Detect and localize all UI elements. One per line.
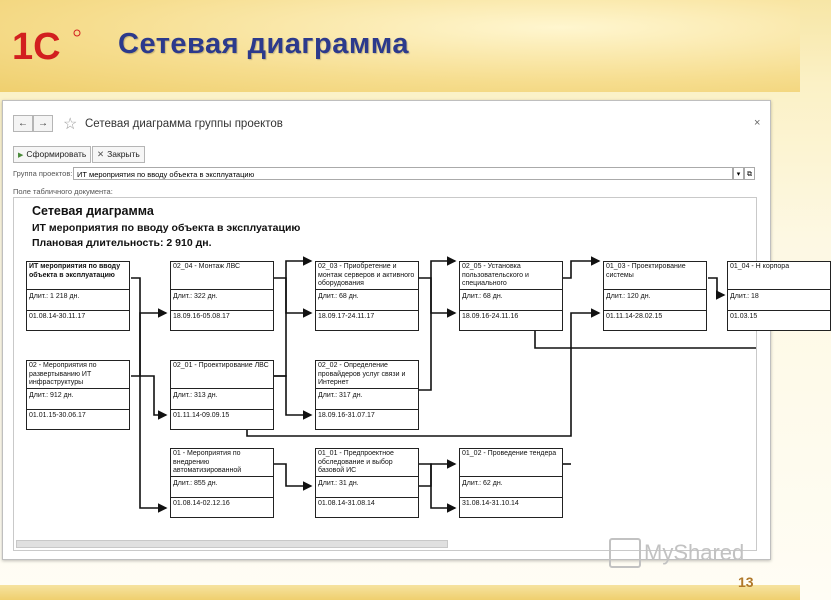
node-duration: Длит.: 1 218 дн. <box>27 290 129 311</box>
node-name: 02_05 - Установка пользовательского и сп… <box>460 262 562 290</box>
slide-footer-band <box>0 585 800 600</box>
network-node[interactable]: 01 - Мероприятия по внедрению автоматизи… <box>170 448 274 518</box>
node-duration: Длит.: 68 дн. <box>316 290 418 311</box>
node-duration: Длит.: 120 дн. <box>604 290 706 311</box>
node-dates: 18.09.17-24.11.17 <box>318 313 375 320</box>
node-name: ИТ мероприятия по вводу объекта в эксплу… <box>27 262 129 290</box>
generate-button[interactable]: ▶Сформировать <box>13 146 92 163</box>
network-node[interactable]: 01_01 - Предпроектное обследование и выб… <box>315 448 419 518</box>
node-duration: Длит.: 317 дн. <box>316 389 418 410</box>
diagram-subtitle: ИТ мероприятия по вводу объекта в эксплу… <box>32 222 301 234</box>
1c-logo: 1С <box>12 26 81 68</box>
watermark-icon <box>609 538 641 568</box>
favorite-star-icon[interactable]: ☆ <box>63 116 78 133</box>
node-dates: 18.09.16-31.07.17 <box>318 412 375 419</box>
slide-header-band <box>0 0 800 92</box>
horizontal-scrollbar[interactable] <box>16 540 448 548</box>
node-dates: 01.01.15-30.06.17 <box>29 412 86 419</box>
watermark: MyShared <box>644 540 745 565</box>
node-duration: Длит.: 18 <box>728 290 830 311</box>
window-title: Сетевая диаграмма группы проектов <box>85 118 283 130</box>
connector-9 <box>419 463 457 513</box>
connector-1 <box>131 308 168 377</box>
spreadsheet-document[interactable]: Сетевая диаграмма ИТ мероприятия по ввод… <box>13 197 831 551</box>
connector-10 <box>419 256 457 391</box>
node-dates: 31.08.14-31.10.14 <box>462 500 519 507</box>
connector-15 <box>708 277 726 300</box>
network-node[interactable]: 01_02 - Проведение тендера Длит.: 62 дн.… <box>459 448 563 518</box>
network-node[interactable]: 02_03 - Приобретение и монтаж серверов и… <box>315 261 419 331</box>
node-duration: Длит.: 855 дн. <box>171 477 273 498</box>
connector-8 <box>419 459 457 487</box>
node-name: 02_01 - Проектирование ЛВС <box>171 361 273 389</box>
node-dates: 18.09.16-05.08.17 <box>173 313 230 320</box>
node-name: 01_04 - Н корпора <box>728 262 830 290</box>
node-duration: Длит.: 62 дн. <box>460 477 562 498</box>
network-node[interactable]: 01_04 - Н корпора Длит.: 18 01.03.15 <box>727 261 831 331</box>
node-name: 02_03 - Приобретение и монтаж серверов и… <box>316 262 418 290</box>
node-dates: 01.11.14-28.02.15 <box>606 313 663 320</box>
node-name: 01_01 - Предпроектное обследование и выб… <box>316 449 418 477</box>
node-dates: 01.11.14-09.09.15 <box>173 412 230 419</box>
close-x-icon: ✕ <box>97 149 105 159</box>
connector-0 <box>131 277 168 513</box>
network-node[interactable]: ИТ мероприятия по вводу объекта в эксплу… <box>26 261 130 331</box>
connector-6 <box>274 463 313 491</box>
network-node[interactable]: 02 - Мероприятия по развертыванию ИТ инф… <box>26 360 130 430</box>
node-duration: Длит.: 31 дн. <box>316 477 418 498</box>
connector-11 <box>246 308 601 437</box>
network-node[interactable]: 02_01 - Проектирование ЛВС Длит.: 313 дн… <box>170 360 274 430</box>
generate-button-label: Сформировать <box>26 149 87 159</box>
play-icon: ▶ <box>18 152 24 159</box>
back-button[interactable]: ← <box>13 115 33 132</box>
dropdown-icon[interactable]: ▾ <box>733 167 744 180</box>
node-duration: Длит.: 912 дн. <box>27 389 129 410</box>
diagram-duration: Плановая длительность: 2 910 дн. <box>32 237 212 249</box>
close-button-label: Закрыть <box>107 149 140 159</box>
connector-5 <box>274 256 313 377</box>
node-duration: Длит.: 322 дн. <box>171 290 273 311</box>
node-dates: 18.09.16-24.11.16 <box>462 313 519 320</box>
slide-title: Сетевая диаграмма <box>118 28 410 60</box>
connector-3 <box>274 277 313 318</box>
close-button[interactable]: ✕Закрыть <box>92 146 145 163</box>
connector-4 <box>274 375 313 420</box>
doc-field-label: Поле табличного документа: <box>13 187 113 196</box>
connector-14 <box>563 256 601 279</box>
node-duration: Длит.: 313 дн. <box>171 389 273 410</box>
connector-lines <box>131 256 756 513</box>
forward-button[interactable]: → <box>33 115 53 132</box>
close-icon[interactable]: × <box>754 117 761 129</box>
node-dates: 01.08.14-30.11.17 <box>29 313 86 320</box>
node-name: 02_04 - Монтаж ЛВС <box>171 262 273 290</box>
connector-2 <box>140 375 168 420</box>
svg-text:1С: 1С <box>12 26 61 68</box>
node-name: 02 - Мероприятия по развертыванию ИТ инф… <box>27 361 129 389</box>
network-node[interactable]: 02_04 - Монтаж ЛВС Длит.: 322 дн. 18.09.… <box>170 261 274 331</box>
node-dates: 01.08.14-31.08.14 <box>318 500 375 507</box>
diagram-title: Сетевая диаграмма <box>32 204 154 218</box>
node-name: 01_02 - Проведение тендера <box>460 449 562 477</box>
network-node[interactable]: 02_05 - Установка пользовательского и сп… <box>459 261 563 331</box>
connector-7 <box>419 277 457 318</box>
node-name: 01 - Мероприятия по внедрению автоматизи… <box>171 449 273 477</box>
network-node[interactable]: 01_03 - Проектирование системы Длит.: 12… <box>603 261 707 331</box>
node-dates: 01.08.14-02.12.16 <box>173 500 230 507</box>
group-label: Группа проектов: <box>13 169 73 178</box>
node-duration: Длит.: 68 дн. <box>460 290 562 311</box>
page-number: 13 <box>738 574 754 590</box>
node-name: 02_02 - Определение провайдеров услуг св… <box>316 361 418 389</box>
node-dates: 01.03.15 <box>730 313 758 320</box>
network-node[interactable]: 02_02 - Определение провайдеров услуг св… <box>315 360 419 430</box>
node-name: 01_03 - Проектирование системы <box>604 262 706 290</box>
application-window: ← → ☆ Сетевая диаграмма группы проектов … <box>2 100 831 560</box>
group-input[interactable]: ИТ мероприятия по вводу объекта в эксплу… <box>73 167 733 180</box>
open-icon[interactable]: ⧉ <box>744 167 755 180</box>
